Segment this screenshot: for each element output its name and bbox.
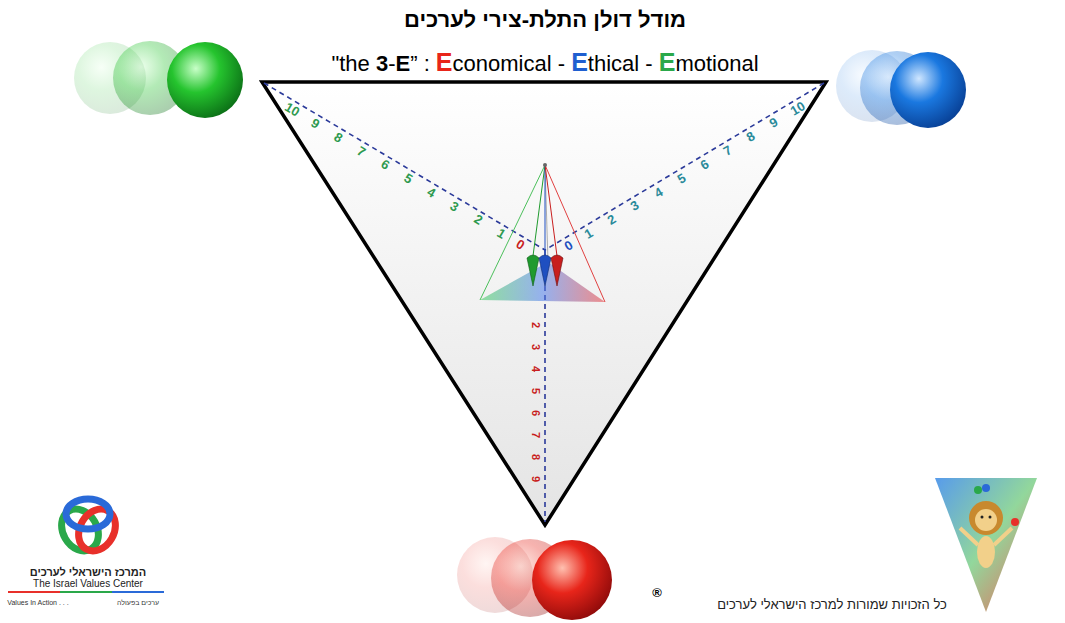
axes xyxy=(264,83,824,522)
axis-number: 5 xyxy=(530,388,542,394)
green-bob xyxy=(527,255,539,286)
pyramid-edge xyxy=(480,165,545,300)
axis-number: 6 xyxy=(378,157,392,173)
red-ball xyxy=(457,537,612,620)
logo-text: ערכים בפעולה xyxy=(117,599,159,607)
pivot xyxy=(543,163,547,167)
axis-number: 5 xyxy=(675,171,689,187)
pendulum-string xyxy=(533,165,545,256)
blue-ball xyxy=(836,50,966,128)
icon-triangle xyxy=(935,478,1037,612)
diagram-title: מודל דולן התלת-צירי לערכים xyxy=(404,8,686,32)
rule-segment xyxy=(60,591,112,593)
logo-rule xyxy=(8,592,164,593)
axis-number: 4 xyxy=(530,366,542,372)
axis-number: 9 xyxy=(530,476,542,482)
lion-face xyxy=(975,509,997,531)
axis-number: 4 xyxy=(424,185,438,201)
axis-number: 3 xyxy=(530,344,542,350)
ethical-axis xyxy=(545,83,824,250)
logo-text: Values In Action . . . xyxy=(7,599,68,607)
axis-number: 0 xyxy=(513,237,527,253)
axis-number: 7 xyxy=(721,143,735,159)
axis-number: 6 xyxy=(530,410,542,416)
axis-number: 9 xyxy=(308,116,322,132)
logo-ring xyxy=(66,499,110,529)
pyramid-edge xyxy=(545,165,605,302)
axis-number: 3 xyxy=(448,199,462,215)
axis-number: 4 xyxy=(652,185,666,201)
logo-text: המרכז הישראלי לערכים xyxy=(30,566,147,578)
ball xyxy=(167,42,243,118)
registered-mark: ® xyxy=(652,586,662,600)
ball xyxy=(532,540,612,620)
axis-number: 6 xyxy=(698,157,712,173)
axis-number: 7 xyxy=(355,144,369,160)
rule-segment xyxy=(112,591,164,593)
lion-arm xyxy=(960,528,978,545)
logo-text: The Israel Values Center xyxy=(33,578,143,589)
lion-icon xyxy=(935,478,1037,612)
axis-number: 8 xyxy=(331,130,345,146)
axis-number: 2 xyxy=(605,212,619,228)
axis-number: 2 xyxy=(530,322,542,328)
lion-mane xyxy=(969,501,1003,535)
red-bob xyxy=(551,255,563,286)
lion-body xyxy=(977,536,995,568)
axis-number: 0 xyxy=(562,238,576,254)
axis-number: 8 xyxy=(530,454,542,460)
axis-number: 1 xyxy=(494,226,508,242)
axis-number: 7 xyxy=(530,432,542,438)
pendulum-string xyxy=(545,165,546,256)
lion-arm xyxy=(994,528,1012,545)
axis-number: 8 xyxy=(745,129,759,145)
axis-number: 2 xyxy=(471,212,485,228)
juggle-ball xyxy=(982,484,990,492)
lion-eye xyxy=(989,516,992,519)
juggle-ball xyxy=(1011,518,1019,526)
logo-rings xyxy=(54,499,122,558)
rule-segment xyxy=(8,591,60,593)
subtitle: "the 3-E” : Economical - Ethical - Emoti… xyxy=(331,49,758,77)
ball xyxy=(890,52,966,128)
juggle-ball xyxy=(974,486,982,494)
green-ball xyxy=(74,41,243,118)
lion-eye xyxy=(981,516,984,519)
blue-bob xyxy=(539,255,551,286)
axis-number: 5 xyxy=(401,171,415,187)
axis-number: 1 xyxy=(582,226,596,242)
copyright-note: כל הזכויות שמורות למרכז הישראלי לערכים xyxy=(717,598,947,612)
axis-number: 9 xyxy=(768,115,782,131)
axis-number: 3 xyxy=(629,198,643,214)
value-triangle xyxy=(262,82,826,525)
axis-number: 10 xyxy=(788,100,808,120)
pendulum-string xyxy=(545,165,557,256)
emotional-axis xyxy=(264,83,545,250)
axis-number: 10 xyxy=(282,100,302,120)
pendulum-illustration xyxy=(480,163,605,302)
